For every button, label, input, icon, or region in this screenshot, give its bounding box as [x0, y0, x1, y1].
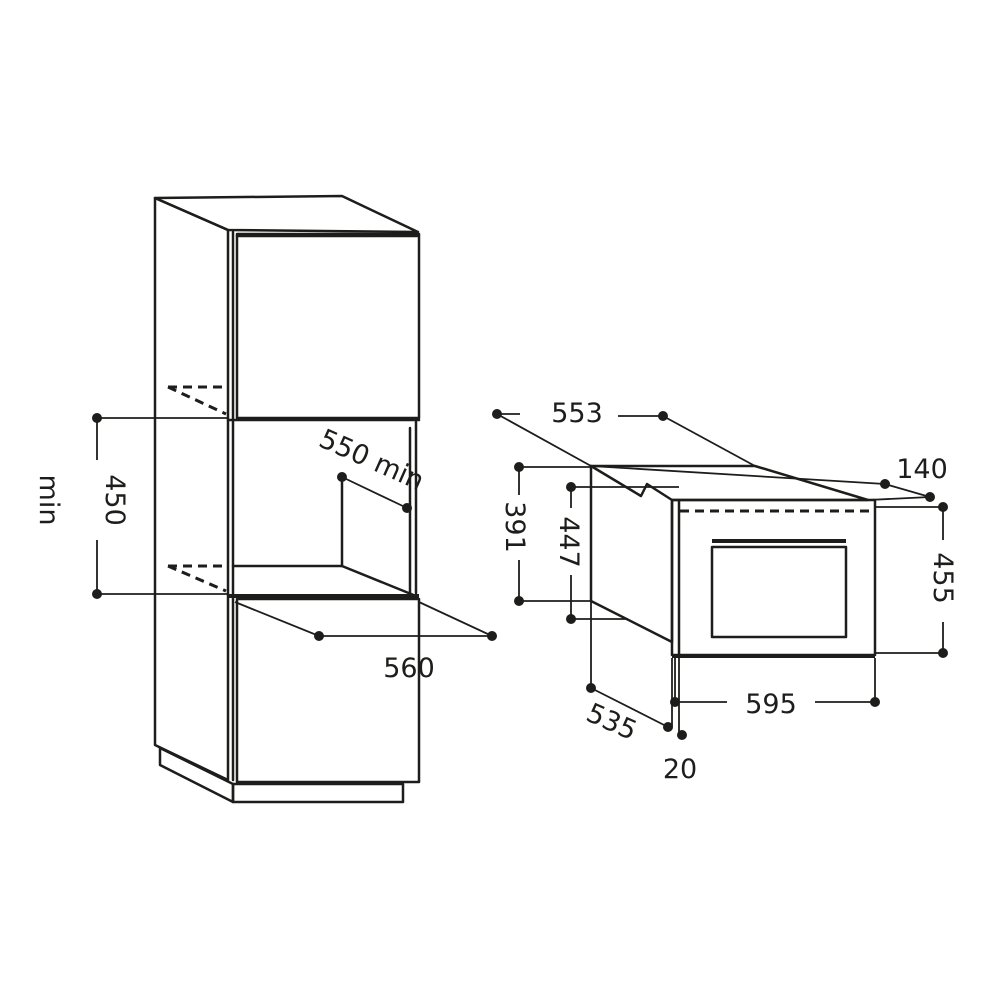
front-height-label: 455 — [927, 552, 958, 604]
upper-door — [235, 232, 421, 420]
plinth-front — [231, 782, 405, 804]
body-height-label: 391 — [499, 501, 530, 553]
dimension-front-thickness: 20 — [663, 658, 697, 785]
oven-top-notch — [589, 464, 674, 502]
niche-height-unit-label: min — [33, 475, 64, 526]
dimension-top-offset: 140 — [590, 454, 948, 502]
dimension-front-width: 595 — [670, 658, 880, 720]
oven — [589, 464, 877, 658]
niche-height-label: 450 — [99, 474, 130, 526]
dimension-depth-total: 553 — [492, 398, 756, 467]
dimension-body-depth: 535 — [582, 601, 673, 747]
niche-depth-label: 550 min — [314, 423, 428, 496]
front-thickness-label: 20 — [663, 754, 697, 785]
cabinet-top-panel — [153, 194, 420, 234]
lower-door — [235, 597, 421, 784]
dimension-niche-depth: 550 min — [314, 423, 428, 513]
dimension-body-height: 391 — [499, 462, 591, 606]
depth-total-label: 553 — [551, 398, 603, 429]
dimension-inner-height: 447 — [553, 482, 679, 624]
cabinet-side-panel — [153, 196, 230, 782]
niche-width-label: 560 — [383, 653, 435, 684]
oven-window — [710, 545, 848, 639]
top-offset-label: 140 — [896, 454, 948, 485]
dimension-niche-width: 560 — [234, 601, 497, 684]
plinth-side — [158, 746, 235, 804]
niche-floor-side — [340, 564, 418, 598]
dimension-front-height: 455 — [875, 502, 958, 658]
front-width-label: 595 — [745, 689, 797, 720]
inner-height-label: 447 — [553, 516, 584, 568]
oven-front-panel — [670, 498, 877, 657]
oven-body-side — [589, 464, 870, 644]
body-depth-label: 535 — [582, 698, 642, 747]
dimension-niche-height: 450 min — [33, 413, 228, 599]
tall-cabinet — [153, 194, 421, 804]
